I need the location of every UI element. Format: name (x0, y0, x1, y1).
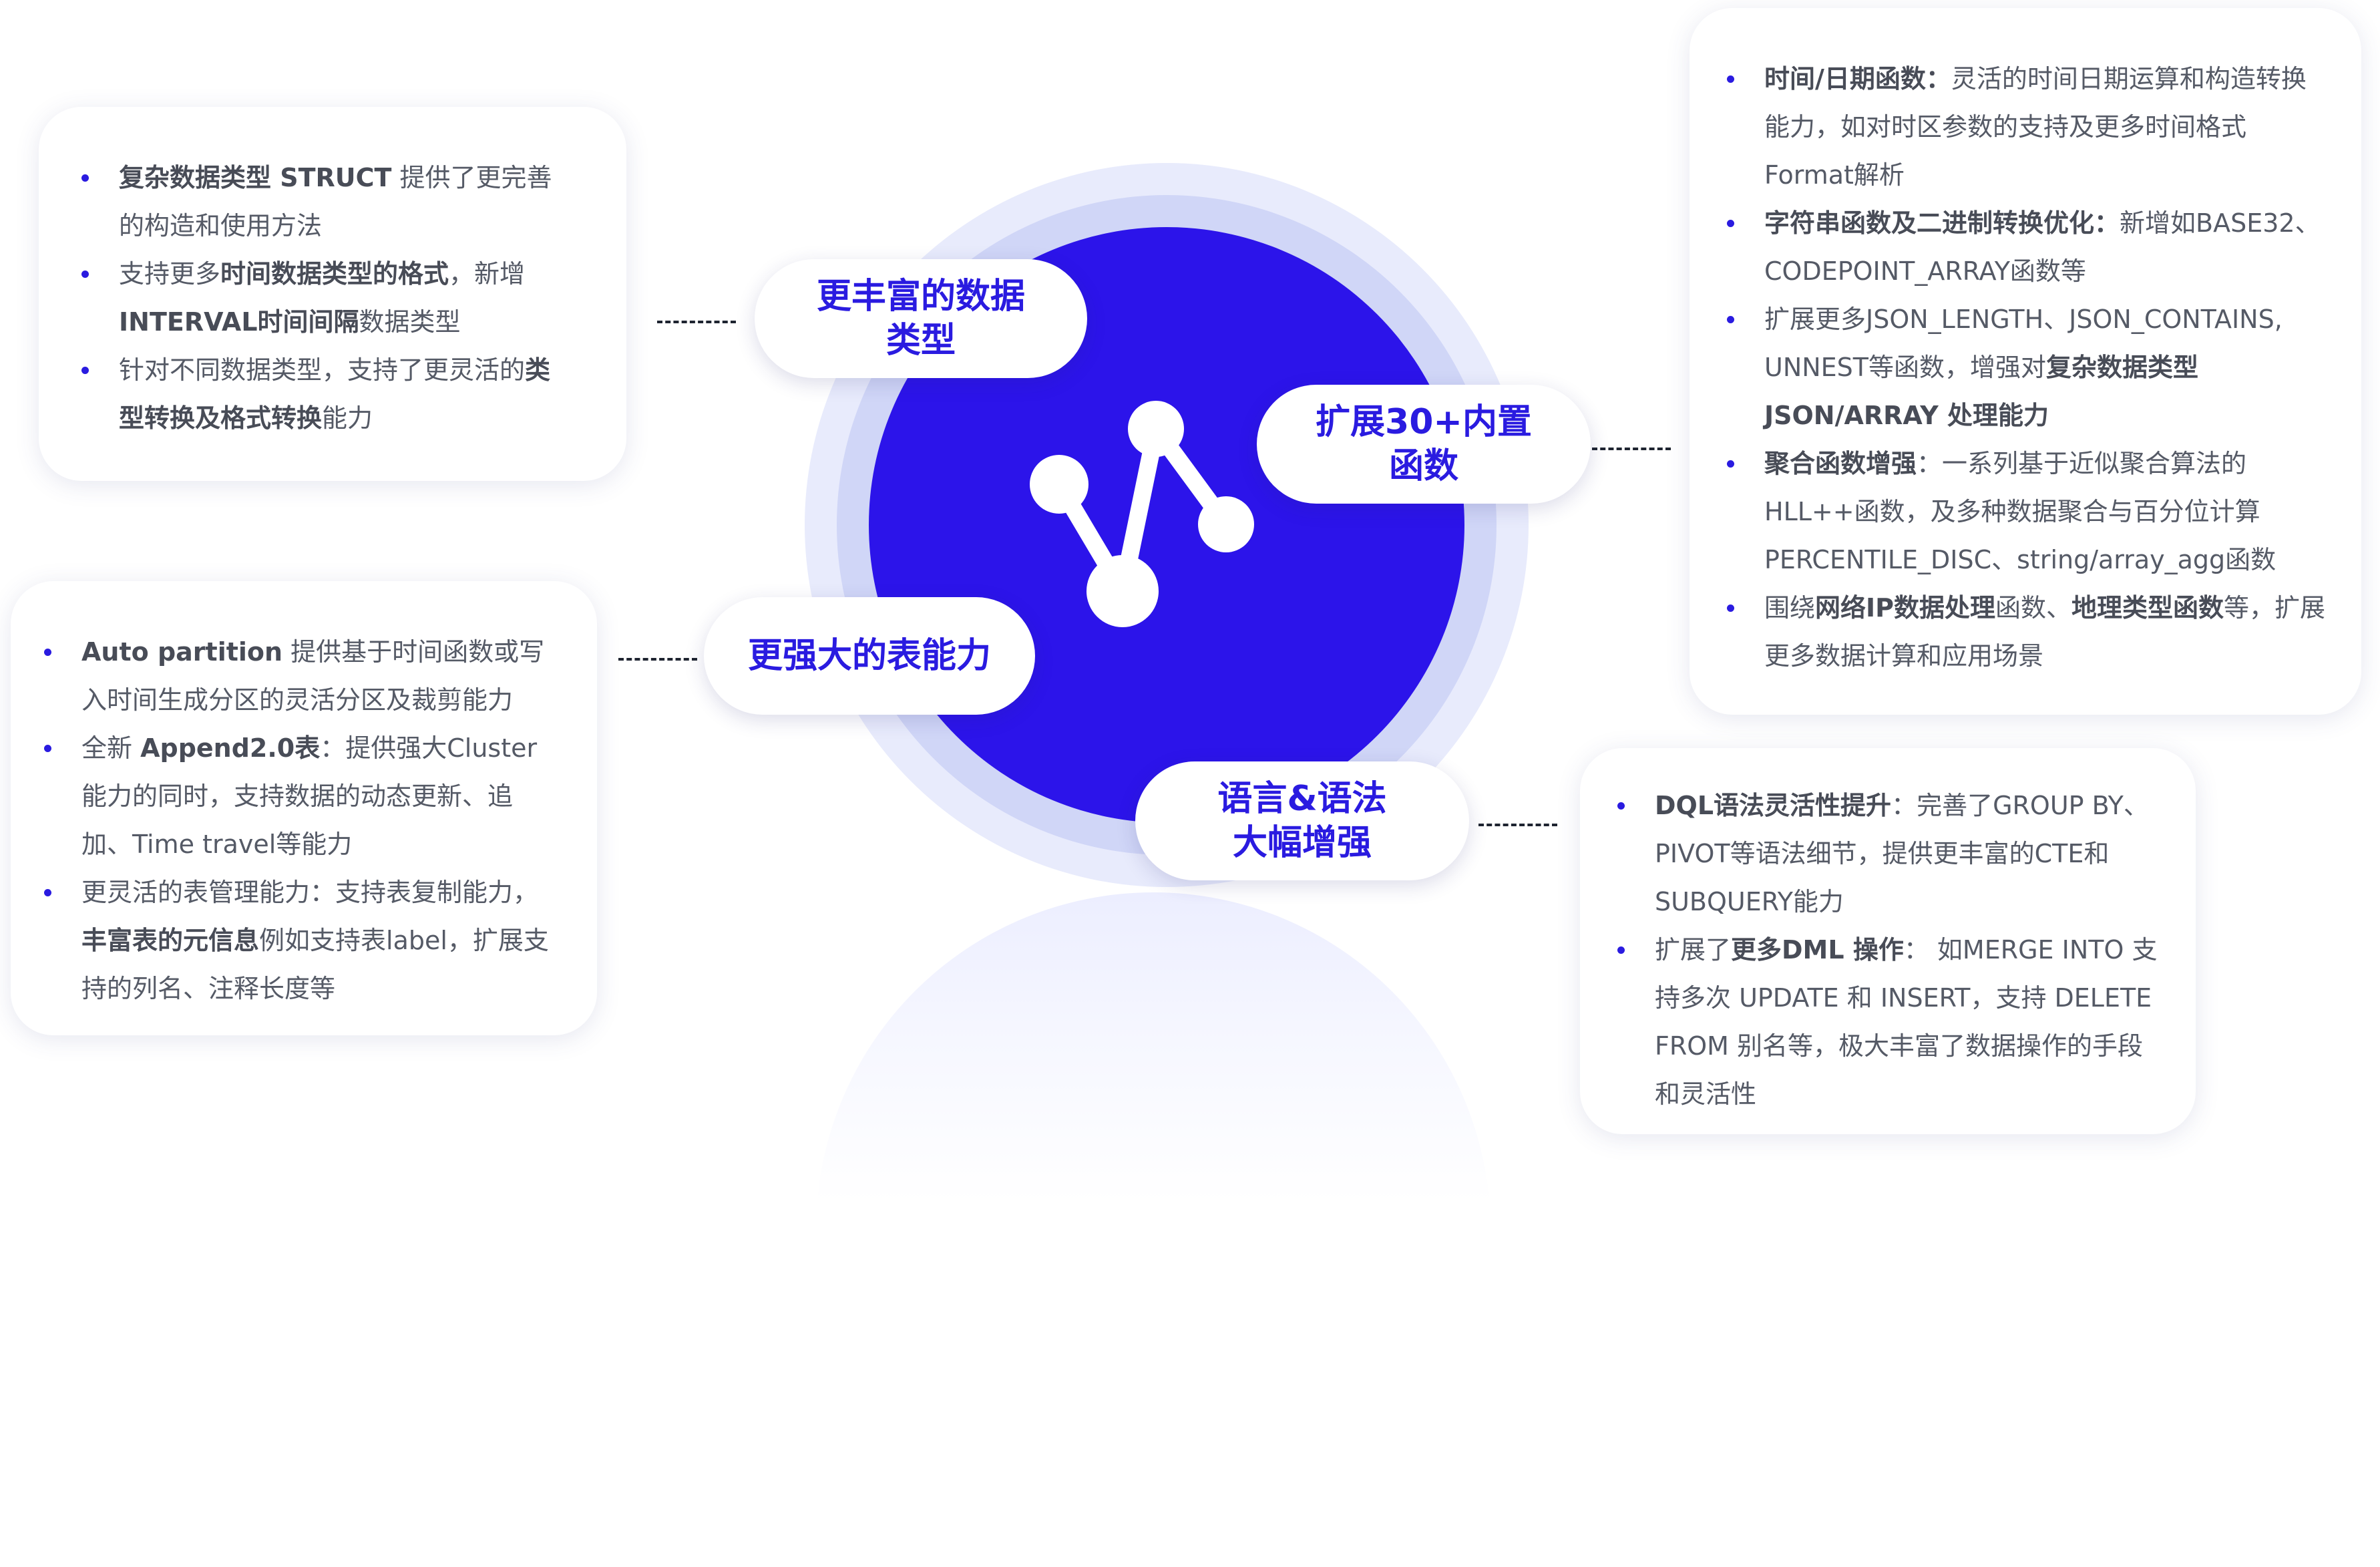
bold-text: 字符串函数及二进制转换优化： (1764, 208, 2120, 238)
pill-builtin-funcs-line1: 扩展30+内置 (1316, 402, 1532, 442)
bold-text: 复杂数据类型 STRUCT (119, 163, 392, 192)
connector-line-language-syntax (1478, 824, 1557, 826)
hub-reflection (816, 892, 1491, 1567)
body-text: ：提供强大Cluster能力的同时，支持数据的动态更新、追加、Time trav… (81, 733, 538, 859)
body-text: 扩展更多JSON_LENGTH、JSON_CONTAINS, UNNEST等函数… (1764, 305, 2283, 382)
pill-table-capability-label: 更强大的表能力 (747, 636, 991, 676)
body-text: 更灵活的表管理能力：支持表复制能力， (81, 878, 539, 907)
pill-language-syntax-line1: 语言&语法 (1217, 779, 1387, 819)
list-item: 扩展了更多DML 操作： 如MERGE INTO 支持多次 UPDATE 和 I… (1616, 926, 2162, 1118)
pill-builtin-funcs: 扩展30+内置函数 (1257, 385, 1591, 504)
list-item: Auto partition 提供基于时间函数或写入时间生成分区的灵活分区及裁剪… (43, 628, 557, 724)
pill-data-types: 更丰富的数据类型 (755, 259, 1087, 378)
list-item: 围绕网络IP数据处理函数、地理类型函数等，扩展更多数据计算和应用场景 (1726, 584, 2328, 680)
list-item: 复杂数据类型 STRUCT 提供了更完善的构造和使用方法 (80, 154, 573, 250)
pill-language-syntax-line2: 大幅增强 (1232, 823, 1372, 863)
body-text: 针对不同数据类型，支持了更灵活的 (119, 355, 526, 385)
body-text: ： 如MERGE INTO 支持多次 UPDATE 和 INSERT，支持 DE… (1655, 935, 2158, 1109)
card-data-types: 复杂数据类型 STRUCT 提供了更完善的构造和使用方法 支持更多时间数据类型的… (39, 107, 626, 481)
body-text: 数据类型 (359, 307, 461, 337)
body-text: ：一系列基于近似聚合算法的HLL++函数，及多种数据聚合与百分位计算PERCEN… (1764, 449, 2276, 574)
bold-text: 类型转换及格式转换 (119, 355, 551, 433)
body-text: ，新增 (449, 259, 526, 289)
card-builtin-funcs: 时间/日期函数：灵活的时间日期运算和构造转换能力，如对时区参数的支持及更多时间格… (1690, 8, 2361, 715)
list-item: 字符串函数及二进制转换优化：新增如BASE32、CODEPOINT_ARRAY函… (1726, 199, 2328, 295)
bold-text: Auto partition (81, 637, 283, 667)
body-text: 提供了更完善的构造和使用方法 (119, 163, 552, 240)
bold-text: 网络IP数据处理 (1815, 593, 1996, 623)
body-text: 例如支持表label，扩展支持的列名、注释长度等 (81, 926, 549, 1003)
bold-text: Append2.0表 (140, 733, 321, 763)
bold-text: 时间/日期函数： (1764, 64, 1951, 94)
bold-text: 地理类型函数 (2071, 593, 2224, 623)
connector-line-table-capability (618, 658, 697, 661)
body-text: 函数、 (1995, 593, 2072, 623)
connector-line-builtin-funcs (1592, 448, 1671, 450)
bold-text: 时间数据类型的格式 (220, 259, 449, 289)
list-item: 针对不同数据类型，支持了更灵活的类型转换及格式转换能力 (80, 346, 573, 442)
list-item: 全新 Append2.0表：提供强大Cluster能力的同时，支持数据的动态更新… (43, 724, 557, 868)
connector-line-data-types (657, 321, 736, 323)
body-text: 支持更多 (119, 259, 221, 289)
pill-table-capability: 更强大的表能力 (704, 597, 1035, 715)
body-text: 围绕 (1764, 593, 1816, 623)
bold-text: 复杂数据类型JSON/ARRAY 处理能力 (1764, 353, 2199, 430)
body-text: 提供基于时间函数或写入时间生成分区的灵活分区及裁剪能力 (81, 637, 545, 715)
bold-text: 更多DML 操作 (1731, 935, 1904, 965)
list-item: 时间/日期函数：灵活的时间日期运算和构造转换能力，如对时区参数的支持及更多时间格… (1726, 55, 2328, 199)
body-text: 灵活的时间日期运算和构造转换能力，如对时区参数的支持及更多时间格式Format解… (1764, 64, 2307, 190)
pill-data-types-line2: 类型 (885, 321, 956, 361)
list-item: 更灵活的表管理能力：支持表复制能力， 丰富表的元信息例如支持表label，扩展支持… (43, 868, 557, 1013)
bold-text: 聚合函数增强 (1764, 449, 1917, 478)
bold-text: INTERVAL时间间隔 (119, 307, 359, 337)
bold-text: 丰富表的元信息 (81, 926, 260, 955)
body-text: 全新 (81, 733, 141, 763)
bold-text: DQL语法灵活性提升 (1655, 791, 1892, 820)
list-item: DQL语法灵活性提升：完善了GROUP BY、PIVOT等语法细节，提供更丰富的… (1616, 781, 2162, 926)
list-item: 聚合函数增强：一系列基于近似聚合算法的HLL++函数，及多种数据聚合与百分位计算… (1726, 440, 2328, 584)
card-table-capability: Auto partition 提供基于时间函数或写入时间生成分区的灵活分区及裁剪… (11, 581, 597, 1035)
body-text: 等，扩展更多数据计算和应用场景 (1764, 593, 2326, 671)
list-item: 扩展更多JSON_LENGTH、JSON_CONTAINS, UNNEST等函数… (1726, 295, 2328, 440)
card-language-syntax: DQL语法灵活性提升：完善了GROUP BY、PIVOT等语法细节，提供更丰富的… (1580, 748, 2196, 1134)
body-text: 能力 (322, 403, 373, 433)
pill-language-syntax: 语言&语法大幅增强 (1135, 761, 1469, 880)
body-text: ：完善了GROUP BY、PIVOT等语法细节，提供更丰富的CTE和SUBQUE… (1655, 791, 2149, 916)
pill-data-types-line1: 更丰富的数据 (816, 277, 1025, 317)
line-graph-nodes-icon (1030, 401, 1254, 627)
body-text: 新增如BASE32、CODEPOINT_ARRAY函数等 (1764, 208, 2321, 286)
pill-builtin-funcs-line2: 函数 (1388, 446, 1458, 486)
list-item: 支持更多时间数据类型的格式，新增 INTERVAL时间间隔数据类型 (80, 250, 573, 346)
body-text: 扩展了 (1655, 935, 1732, 965)
